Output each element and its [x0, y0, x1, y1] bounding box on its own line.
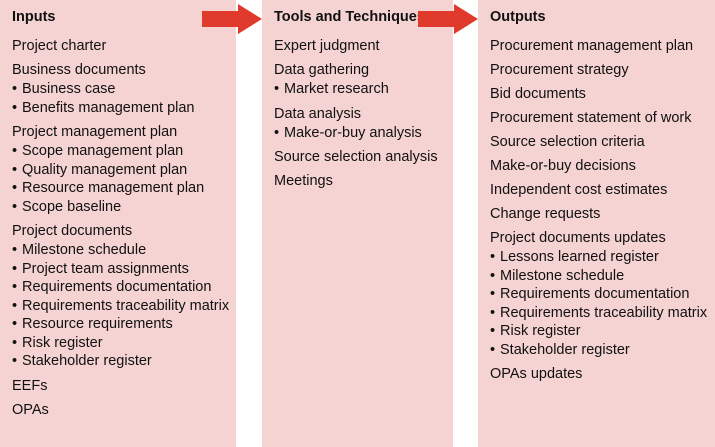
sub-list-item: Resource requirements — [12, 315, 230, 334]
list-item: Meetings — [274, 172, 447, 190]
item-label: Project documents updates — [490, 230, 666, 246]
item-label: Project charter — [12, 38, 107, 54]
list-item: Source selection criteria — [490, 133, 709, 151]
sub-list-item: Milestone schedule — [12, 241, 230, 260]
item-label: Meetings — [274, 173, 333, 189]
sub-list: Milestone scheduleProject team assignmen… — [12, 241, 230, 371]
sub-list-item: Requirements traceability matrix — [12, 297, 230, 316]
sub-list: Make-or-buy analysis — [274, 124, 447, 143]
outputs-title: Outputs — [490, 9, 546, 25]
item-label: Change requests — [490, 206, 601, 222]
item-label: Procurement statement of work — [490, 110, 692, 126]
sub-list-item: Stakeholder register — [490, 341, 709, 360]
sub-list: Business caseBenefits management plan — [12, 80, 230, 117]
sub-list-item: Stakeholder register — [12, 352, 230, 371]
list-item: OPAs — [12, 401, 230, 419]
sub-list-item: Benefits management plan — [12, 99, 230, 118]
item-label: Procurement management plan — [490, 38, 694, 54]
item-label: Bid documents — [490, 86, 586, 102]
sub-list-item: Risk register — [490, 322, 709, 341]
arrow-shape — [202, 4, 262, 34]
item-label: Independent cost estimates — [490, 182, 668, 198]
list-item: Expert judgment — [274, 37, 447, 55]
sub-list: Market research — [274, 80, 447, 99]
list-item: Independent cost estimates — [490, 181, 709, 199]
list-item: Project documentsMilestone scheduleProje… — [12, 222, 230, 371]
sub-list-item: Quality management plan — [12, 161, 230, 180]
sub-list: Lessons learned registerMilestone schedu… — [490, 248, 709, 359]
list-item: Project management planScope management … — [12, 123, 230, 216]
sub-list-item: Requirements traceability matrix — [490, 304, 709, 323]
item-label: Source selection criteria — [490, 134, 645, 150]
list-item: EEFs — [12, 377, 230, 395]
list-item: Procurement management plan — [490, 37, 709, 55]
sub-list-item: Scope management plan — [12, 142, 230, 161]
item-label: Project documents — [12, 223, 133, 239]
item-label: Data gathering — [274, 62, 370, 78]
arrow-shape — [418, 4, 478, 34]
list-item: OPAs updates — [490, 365, 709, 383]
list-item: Source selection analysis — [274, 148, 447, 166]
list-item: Make-or-buy decisions — [490, 157, 709, 175]
sub-list-item: Requirements documentation — [12, 278, 230, 297]
sub-list-item: Make-or-buy analysis — [274, 124, 447, 143]
item-label: Make-or-buy decisions — [490, 158, 636, 174]
item-label: Expert judgment — [274, 38, 380, 54]
sub-list-item: Requirements documentation — [490, 285, 709, 304]
list-item: Data gatheringMarket research — [274, 61, 447, 99]
item-label: Procurement strategy — [490, 62, 629, 78]
list-item: Project documents updatesLessons learned… — [490, 229, 709, 359]
list-item: Business documentsBusiness caseBenefits … — [12, 61, 230, 117]
sub-list-item: Milestone schedule — [490, 267, 709, 286]
list-item: Project charter — [12, 37, 230, 55]
right-arrow-icon — [202, 4, 262, 34]
sub-list-item: Risk register — [12, 334, 230, 353]
sub-list-item: Scope baseline — [12, 198, 230, 217]
tools-title: Tools and Techniques — [274, 9, 425, 25]
item-label: Business documents — [12, 62, 146, 78]
list-item: Data analysisMake-or-buy analysis — [274, 105, 447, 143]
sub-list-item: Project team assignments — [12, 260, 230, 279]
list-item: Procurement strategy — [490, 61, 709, 79]
item-label: Data analysis — [274, 105, 362, 122]
sub-list-item: Resource management plan — [12, 179, 230, 198]
list-item: Bid documents — [490, 85, 709, 103]
right-arrow-icon — [418, 4, 478, 34]
inputs-title: Inputs — [12, 9, 56, 25]
item-label: Project management plan — [12, 124, 178, 140]
sub-list: Scope management planQuality management … — [12, 142, 230, 216]
item-label: OPAs — [12, 401, 49, 418]
item-label: OPAs updates — [490, 366, 583, 382]
list-item: Change requests — [490, 205, 709, 223]
item-label: Source selection analysis — [274, 149, 438, 165]
sub-list-item: Business case — [12, 80, 230, 99]
sub-list-item: Lessons learned register — [490, 248, 709, 267]
list-item: Procurement statement of work — [490, 109, 709, 127]
sub-list-item: Market research — [274, 80, 447, 99]
item-label: EEFs — [12, 377, 48, 394]
